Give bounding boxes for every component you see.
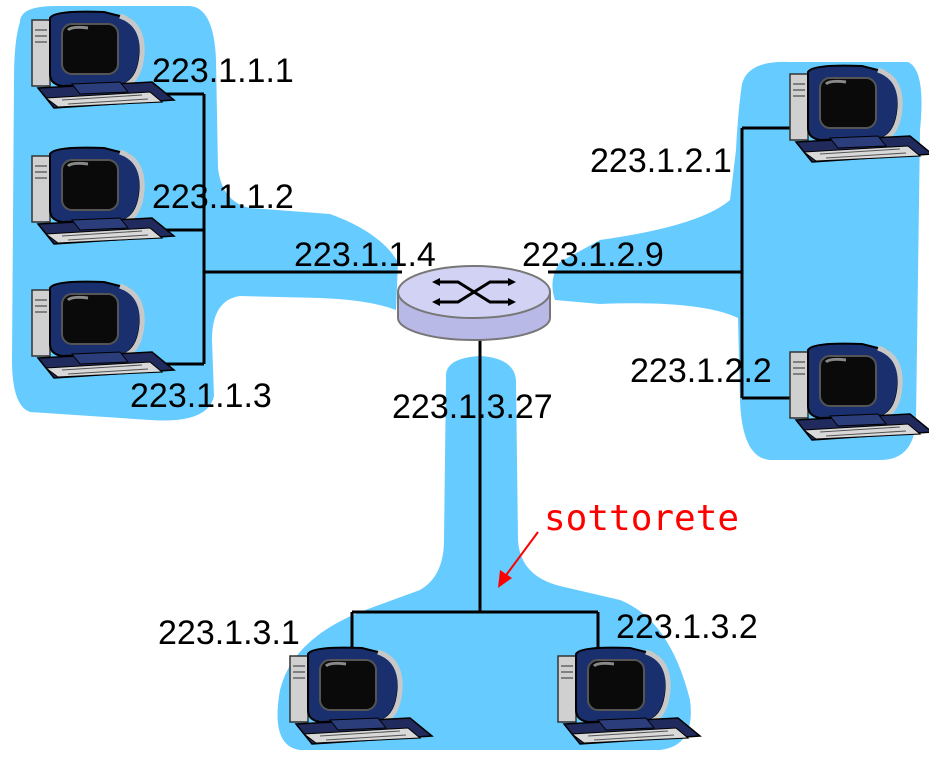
subnet-annotation: sottorete bbox=[544, 498, 739, 539]
ip-label: 223.1.1.2 bbox=[152, 178, 294, 216]
router-interface-label: 223.1.1.4 bbox=[294, 236, 436, 274]
annotation-arrow-icon bbox=[498, 531, 539, 588]
ip-label: 223.1.2.2 bbox=[630, 352, 772, 390]
ip-label: 223.1.3.1 bbox=[158, 614, 300, 652]
ip-label: 223.1.3.2 bbox=[616, 608, 758, 646]
ip-label: 223.1.2.1 bbox=[590, 142, 732, 180]
ip-label: 223.1.1.1 bbox=[152, 52, 294, 90]
router-interface-label: 223.1.2.9 bbox=[522, 236, 664, 274]
router-icon bbox=[397, 265, 551, 341]
ip-label: 223.1.1.3 bbox=[130, 377, 272, 415]
router-interface-label: 223.1.3.27 bbox=[392, 388, 553, 426]
